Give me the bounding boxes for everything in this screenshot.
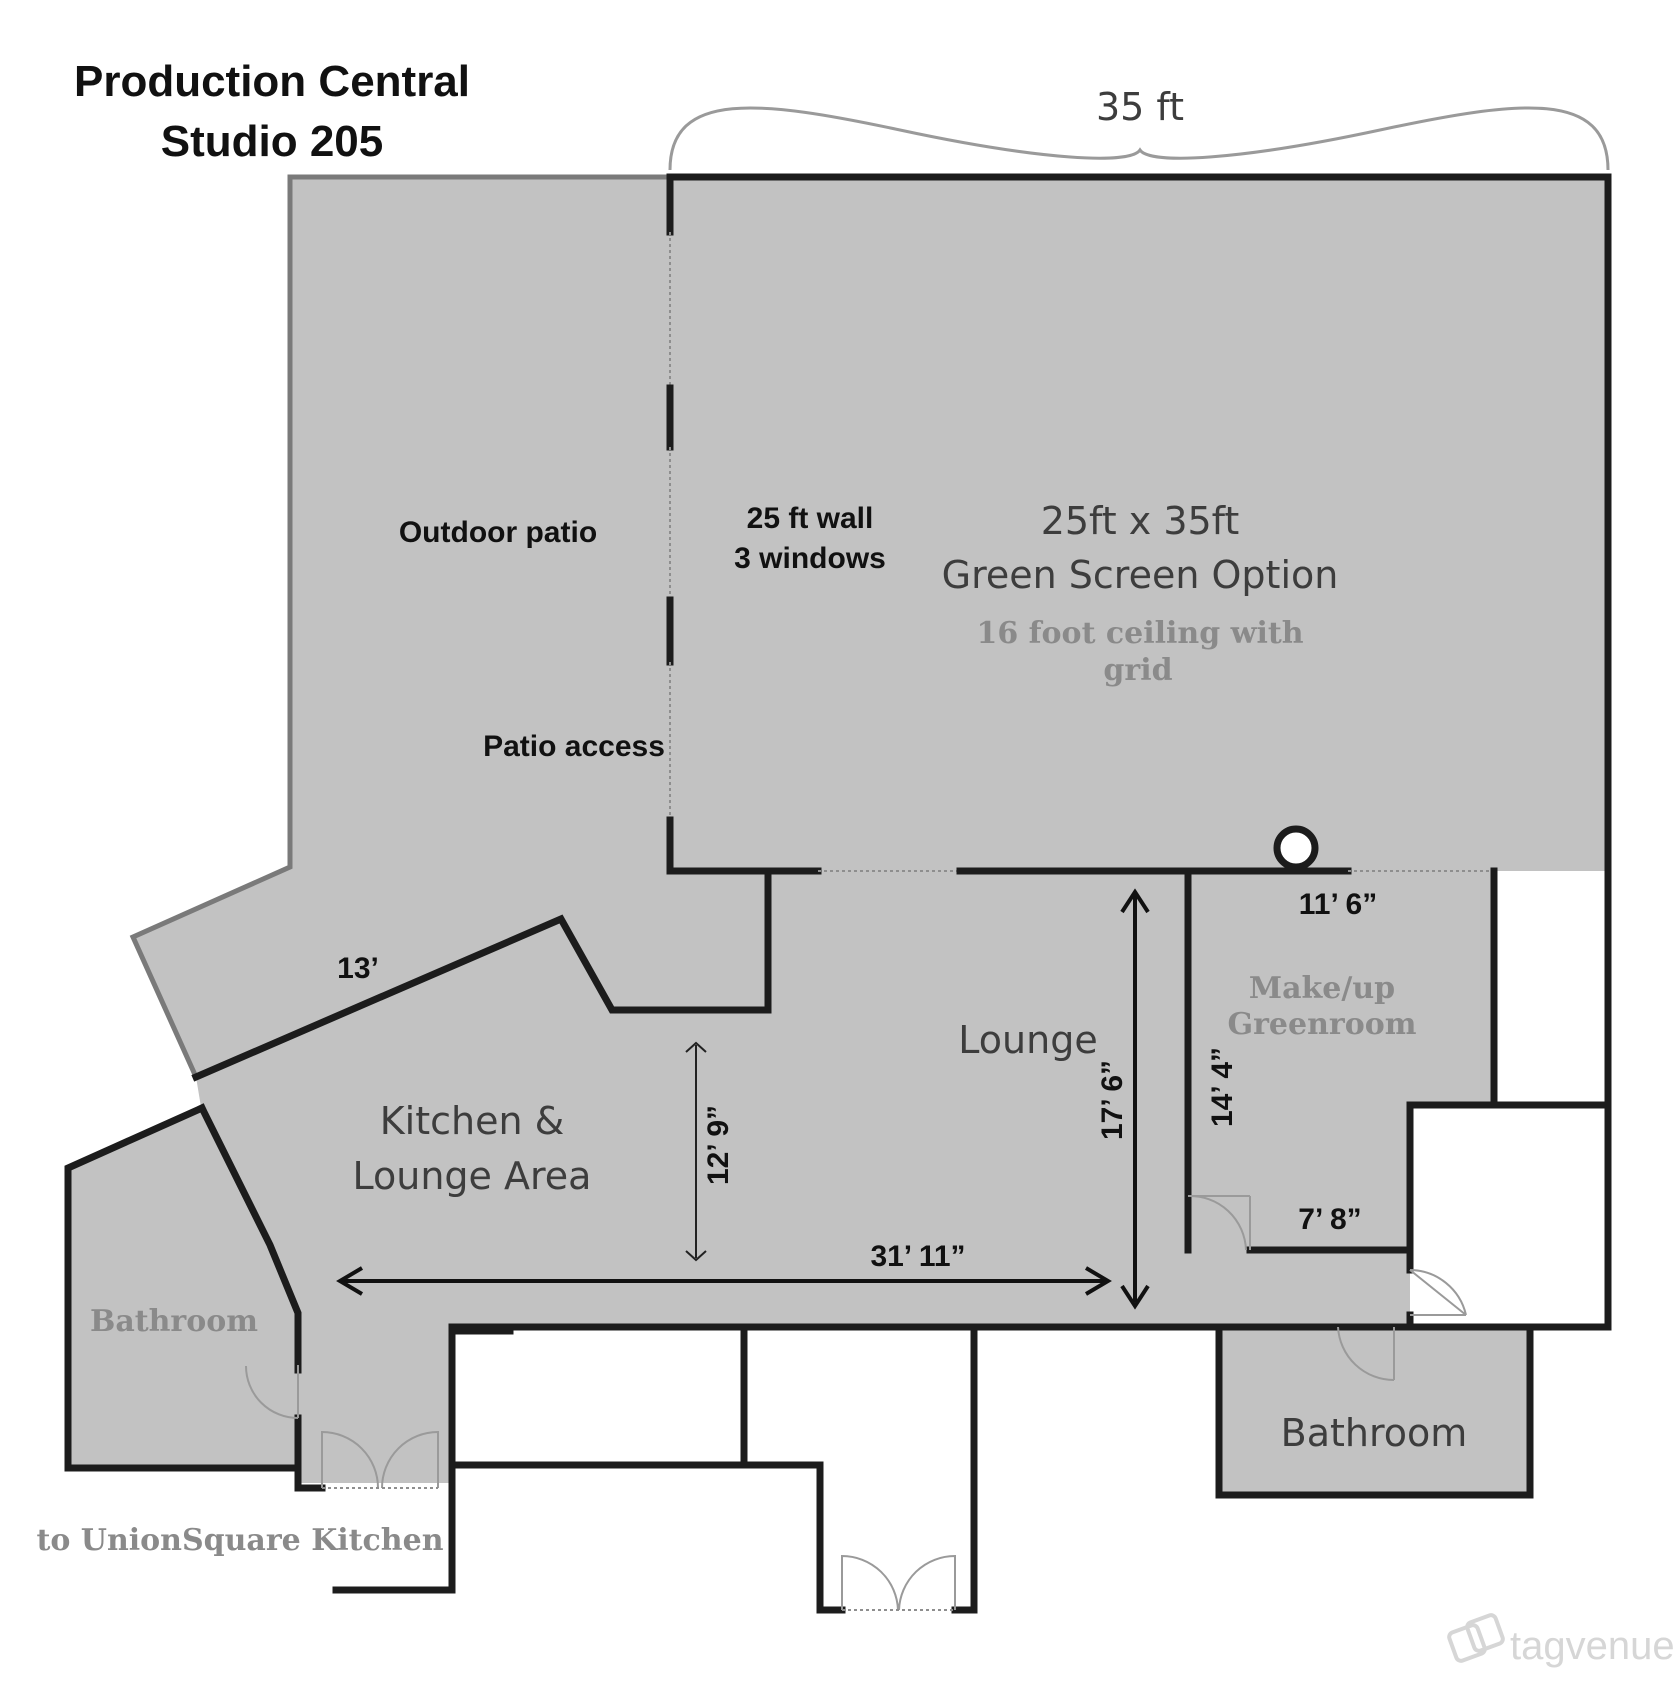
lower-room-b xyxy=(740,1461,846,1614)
lounge-width-arrowhead-right xyxy=(1084,1266,1112,1296)
lounge-width-dim: 31’ 11” xyxy=(870,1240,965,1273)
watermark-text: tagvenue xyxy=(1510,1624,1675,1668)
kitchen-label-line-1: Kitchen & xyxy=(380,1099,565,1143)
kitchen-label-line-2: Lounge Area xyxy=(353,1154,592,1198)
lounge-height-dim: 17’ 6” xyxy=(1096,1060,1129,1140)
makeup-width-bottom-dim: 7’ 8” xyxy=(1298,1203,1361,1236)
lounge-label: Lounge xyxy=(958,1018,1097,1062)
lounge-height-arrowhead-bottom xyxy=(1120,1284,1150,1310)
makeup-floor xyxy=(1188,871,1494,1250)
bathroom-right-label: Bathroom xyxy=(1281,1411,1468,1455)
bathroom-left-label: Bathroom xyxy=(90,1304,258,1339)
door-corridor-right xyxy=(381,1430,439,1489)
tagvenue-logo-icon xyxy=(1447,1613,1505,1663)
kitchen-height-arrowhead-bottom xyxy=(685,1250,707,1262)
door-corridor-left xyxy=(321,1430,379,1489)
patio-inner-wall xyxy=(191,867,772,1082)
door-right-room xyxy=(1409,1269,1467,1316)
ceiling-label-line-1: 16 foot ceiling with xyxy=(976,616,1303,651)
exit-note-label: to UnionSquare Kitchen xyxy=(36,1523,443,1558)
kitchen-left-wall xyxy=(197,1103,302,1374)
wall-label-line-2: 3 windows xyxy=(734,542,886,575)
bathroom-right-wall xyxy=(1215,1323,1534,1499)
patio-diag-dim: 13’ xyxy=(337,952,379,985)
lower-room-a xyxy=(448,1323,748,1469)
makeup-label-line-1: Make/up xyxy=(1249,971,1395,1006)
door-bathroom-right xyxy=(1337,1326,1395,1382)
bathroom-left-floor xyxy=(68,1108,298,1468)
column xyxy=(1273,825,1319,871)
studio-wall-top-right xyxy=(666,173,1612,1331)
title-line-2: Studio 205 xyxy=(161,117,384,166)
patio-access-label: Patio access xyxy=(483,730,665,763)
door-bathroom-left xyxy=(245,1365,299,1419)
studio-size-label: 25ft x 35ft xyxy=(1041,499,1240,543)
bathroom-left-wall xyxy=(64,1103,302,1472)
door-makeup xyxy=(1187,1194,1251,1251)
studio-option-label: Green Screen Option xyxy=(942,553,1339,597)
studio-floor xyxy=(670,177,1608,871)
wall-label-line-1: 25 ft wall xyxy=(747,502,874,535)
title-block: Production Central Studio 205 xyxy=(74,57,470,166)
patio-outline xyxy=(129,174,670,1079)
doors xyxy=(245,1194,1467,1611)
floor-fills xyxy=(68,177,1608,1495)
makeup-height-dim: 14’ 4” xyxy=(1206,1047,1239,1127)
makeup-width-top-dim: 11’ 6” xyxy=(1299,888,1377,921)
door-exit-right xyxy=(898,1554,956,1611)
title-line-1: Production Central xyxy=(74,57,470,106)
dimension-marks xyxy=(336,106,1610,1310)
door-exit-left xyxy=(841,1554,899,1611)
lounge-floor xyxy=(196,871,1410,1483)
ceiling-label-line-2: grid xyxy=(1103,653,1172,688)
walls xyxy=(64,173,1612,1614)
watermark: tagvenue xyxy=(1447,1613,1675,1668)
width-label: 35 ft xyxy=(1096,85,1184,129)
kitchen-height-dim: 12’ 9” xyxy=(702,1105,735,1185)
outdoor-patio-label: Outdoor patio xyxy=(399,516,597,549)
lower-room-c xyxy=(951,1323,978,1614)
width-brace xyxy=(668,106,1610,171)
corridor-right-wall xyxy=(332,1327,514,1594)
makeup-label-line-2: Greenroom xyxy=(1228,1007,1417,1042)
bathroom-right-floor xyxy=(1219,1327,1530,1495)
lounge-height-arrowhead-top xyxy=(1120,888,1150,914)
lounge-width-arrowhead-left xyxy=(336,1266,364,1296)
kitchen-height-arrowhead-top xyxy=(685,1041,707,1053)
